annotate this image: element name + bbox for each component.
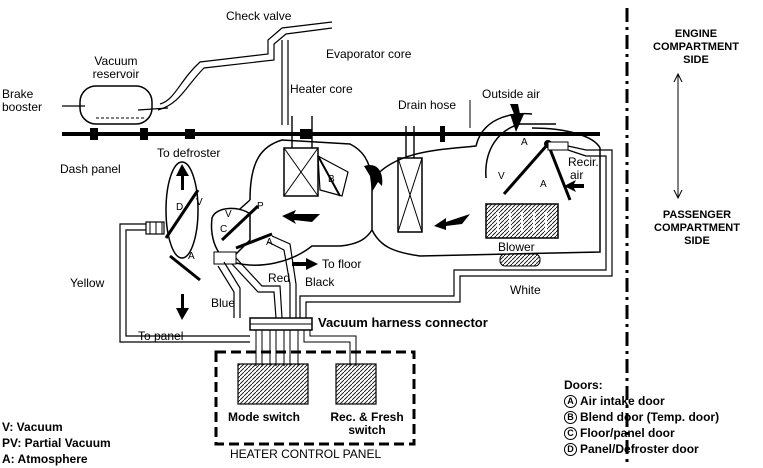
- door-letter-circle: B: [564, 410, 577, 424]
- doors-legend-item: C Floor/panel door: [564, 425, 719, 441]
- door-label: Air intake door: [580, 394, 665, 408]
- evaporator-core: [397, 126, 423, 233]
- label-rec-fresh-switch: Rec. & Fresh switch: [322, 411, 412, 437]
- label-brake-booster-line1: Brake: [2, 87, 34, 101]
- door-letter-circle: C: [564, 426, 577, 440]
- doors-legend-item: B Blend door (Temp. door): [564, 409, 719, 425]
- marker-door-d: D: [176, 202, 184, 213]
- door-label: Floor/panel door: [580, 426, 675, 440]
- door-letter-circle: A: [564, 394, 577, 408]
- actuator-c: [210, 204, 273, 265]
- label-dash-panel: Dash panel: [60, 162, 121, 176]
- label-passenger-compartment-side: PASSENGER COMPARTMENT SIDE: [636, 209, 758, 248]
- doors-legend-item: D Panel/Defroster door: [564, 441, 719, 457]
- marker-v-intake: V: [498, 171, 505, 182]
- door-label: Blend door (Temp. door): [580, 410, 720, 424]
- label-passenger-side-line3: SIDE: [684, 235, 710, 247]
- hvac-case-outline: [231, 112, 601, 266]
- key-partial-vacuum: PV: Partial Vacuum: [2, 436, 111, 450]
- door-letter-circle: D: [564, 442, 577, 456]
- marker-door-c: C: [220, 224, 228, 235]
- label-black: Black: [305, 275, 335, 289]
- label-passenger-side-line1: PASSENGER: [662, 209, 732, 221]
- marker-p-actuator-c: P: [257, 201, 264, 212]
- label-recir-air: Recir. air: [568, 156, 599, 182]
- blower: [485, 203, 559, 267]
- label-vacuum-reservoir: Vacuum reservoir: [86, 55, 146, 81]
- marker-v-actuator-c: V: [225, 209, 232, 220]
- vacuum-hose-check-valve: [157, 21, 333, 125]
- label-red: Red: [268, 271, 291, 285]
- label-recir-air-line2: air: [570, 168, 584, 182]
- label-vacuum-reservoir-line1: Vacuum: [94, 54, 138, 68]
- label-heater-core: Heater core: [290, 82, 353, 96]
- label-rec-fresh-line1: Rec. & Fresh: [330, 410, 404, 424]
- label-brake-booster-line2: booster: [2, 100, 43, 114]
- label-to-defroster: To defroster: [157, 146, 221, 160]
- label-blower: Blower: [498, 240, 535, 254]
- label-engine-side-line2: COMPARTMENT: [653, 41, 739, 53]
- label-to-panel: To panel: [138, 329, 184, 343]
- marker-door-a-intake: A: [521, 137, 528, 148]
- marker-a-actuator-d: A: [188, 251, 195, 262]
- label-engine-side-line3: SIDE: [683, 54, 709, 66]
- heater-control-panel: [214, 350, 416, 446]
- heater-core: [283, 116, 319, 197]
- label-vacuum-harness-connector: Vacuum harness connector: [318, 315, 488, 330]
- label-to-floor: To floor: [322, 257, 362, 271]
- air-intake-area: [485, 123, 587, 201]
- label-recir-air-line1: Recir.: [568, 155, 599, 169]
- doors-legend: Doors: A Air intake door B Blend door (T…: [564, 378, 719, 457]
- label-passenger-side-line2: COMPARTMENT: [654, 222, 740, 234]
- label-engine-side-line1: ENGINE: [674, 28, 718, 40]
- marker-door-b: B: [328, 174, 335, 185]
- vacuum-reservoir: [62, 85, 169, 125]
- blend-door: [317, 154, 349, 197]
- label-engine-compartment-side: ENGINE COMPARTMENT SIDE: [632, 28, 760, 67]
- compartment-arrows: [673, 72, 683, 200]
- hose-black: [267, 235, 297, 318]
- label-white: White: [510, 283, 541, 297]
- label-check-valve: Check valve: [226, 9, 292, 23]
- hose-white: [299, 149, 613, 318]
- label-outside-air: Outside air: [482, 87, 541, 101]
- marker-a-actuator-c: A: [266, 237, 273, 248]
- doors-legend-title: Doors:: [564, 378, 603, 392]
- label-drain-hose: Drain hose: [398, 98, 457, 112]
- label-vacuum-reservoir-line2: reservoir: [92, 67, 140, 81]
- door-label: Panel/Defroster door: [580, 442, 699, 456]
- hose-blue: [217, 261, 241, 318]
- marker-door-a-recir: A: [540, 179, 547, 190]
- key-atmosphere: A: Atmosphere: [2, 452, 88, 466]
- marker-v-actuator-d: V: [196, 197, 203, 208]
- label-heater-control-panel: HEATER CONTROL PANEL: [230, 447, 382, 461]
- label-rec-fresh-line2: switch: [348, 423, 386, 437]
- label-mode-switch: Mode switch: [228, 410, 301, 424]
- hose-yellow: [119, 223, 250, 343]
- actuator-d: [145, 161, 201, 282]
- label-yellow: Yellow: [70, 276, 105, 290]
- label-evaporator-core: Evaporator core: [326, 47, 412, 61]
- label-brake-booster: Brake booster: [2, 88, 42, 114]
- label-blue: Blue: [211, 296, 236, 310]
- airflow-arrows: [176, 104, 584, 320]
- hose-red: [231, 257, 283, 319]
- doors-legend-item: A Air intake door: [564, 393, 719, 409]
- dash-panel-line: [62, 126, 600, 142]
- pressure-key: V: Vacuum PV: Partial Vacuum A: Atmosphe…: [2, 420, 111, 468]
- key-vacuum: V: Vacuum: [2, 420, 63, 434]
